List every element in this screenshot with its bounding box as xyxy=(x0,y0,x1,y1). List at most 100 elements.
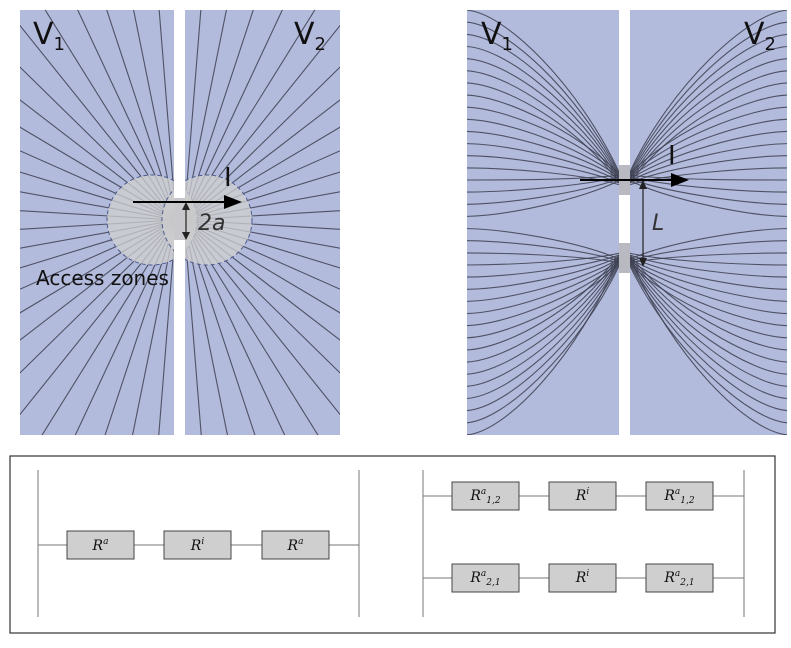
field-line xyxy=(77,10,177,221)
dimension-arrowhead-top xyxy=(182,202,190,210)
field-line xyxy=(183,210,340,221)
resistor-access-1-2: Ra1,2 xyxy=(451,481,520,511)
field-line xyxy=(467,228,620,260)
field-line xyxy=(467,143,620,182)
distance-arrowhead-top xyxy=(639,180,647,189)
distance-label: L xyxy=(652,211,664,236)
field-line xyxy=(629,260,787,387)
field-line xyxy=(629,106,787,176)
field-line xyxy=(629,178,787,205)
field-line xyxy=(20,219,177,290)
field-line xyxy=(20,191,177,221)
field-line xyxy=(467,258,620,302)
field-line xyxy=(183,10,316,221)
current-label: I xyxy=(668,141,676,171)
field-line xyxy=(467,58,620,180)
field-line xyxy=(467,256,620,290)
svg-text:Ri: Ri xyxy=(575,569,590,586)
field-line xyxy=(20,210,177,221)
field-line xyxy=(629,262,787,399)
field-line xyxy=(183,24,340,221)
resistor-internal: Ri xyxy=(548,481,617,511)
svg-text:Ra1,2: Ra1,2 xyxy=(469,487,501,506)
field-line xyxy=(629,34,787,176)
resistor-internal: Ri xyxy=(163,530,232,560)
field-line xyxy=(20,219,177,249)
field-line xyxy=(629,10,787,173)
field-line xyxy=(467,130,620,180)
resistor-access: Ra xyxy=(66,530,135,560)
field-line xyxy=(467,155,620,184)
right-electrode-region xyxy=(630,10,787,435)
field-line xyxy=(132,219,177,435)
field-line xyxy=(467,34,620,176)
field-line xyxy=(20,126,177,221)
field-line xyxy=(629,174,787,181)
field-line xyxy=(467,106,620,176)
field-line xyxy=(467,21,620,174)
field-line xyxy=(20,219,177,314)
field-line xyxy=(183,10,254,221)
field-line xyxy=(467,256,620,363)
field-line xyxy=(183,191,340,221)
electrode-label-v2: V2 xyxy=(744,17,776,55)
svg-text:Ri: Ri xyxy=(575,487,590,504)
field-line xyxy=(20,219,177,269)
svg-text:Ra: Ra xyxy=(92,537,109,554)
field-line xyxy=(20,219,177,416)
membrane-gap xyxy=(619,10,630,435)
field-line xyxy=(104,219,177,435)
resistor-access-2-1: Ra2,1 xyxy=(451,563,520,593)
field-line xyxy=(183,99,340,221)
access-zones-label: Access zones xyxy=(36,266,169,290)
field-line xyxy=(467,46,620,178)
field-line xyxy=(629,252,787,266)
field-line xyxy=(467,262,620,399)
field-line xyxy=(20,150,177,221)
field-line xyxy=(467,252,620,264)
field-line xyxy=(629,46,787,178)
dimension-arrowhead-bottom xyxy=(182,232,190,240)
svg-text:Ra: Ra xyxy=(287,537,304,554)
field-line xyxy=(183,219,340,249)
field-line xyxy=(467,265,620,424)
field-line xyxy=(467,256,620,435)
field-line xyxy=(20,24,177,221)
field-line xyxy=(629,256,787,435)
field-line xyxy=(629,155,787,184)
field-line xyxy=(20,66,177,221)
field-line xyxy=(629,143,787,182)
field-line xyxy=(183,66,340,221)
field-line xyxy=(183,219,340,314)
field-line xyxy=(467,10,620,173)
field-line xyxy=(629,254,787,351)
field-line xyxy=(183,219,256,435)
field-line xyxy=(183,10,202,221)
field-line xyxy=(183,219,340,269)
field-line xyxy=(183,150,340,221)
field-line xyxy=(183,219,286,435)
resistor-access-2-1: Ra2,1 xyxy=(645,563,714,593)
field-line xyxy=(183,219,340,374)
field-line xyxy=(467,258,620,375)
single-pore-panel: V1 V2 I 2a Access zones xyxy=(20,10,340,435)
field-line xyxy=(106,10,177,221)
field-line xyxy=(183,219,319,435)
field-line xyxy=(44,10,177,221)
field-lines xyxy=(20,10,340,435)
field-line xyxy=(467,82,620,184)
svg-text:Ra2,1: Ra2,1 xyxy=(663,569,694,588)
double-pore-circuit: Ra1,2 Ri Ra1,2 Ra2,1 Ri Ra2,1 xyxy=(422,470,745,617)
field-line xyxy=(20,99,177,221)
single-pore-circuit: Ra Ri Ra xyxy=(37,470,360,617)
distance-arrowhead-bottom xyxy=(639,258,647,267)
field-line xyxy=(183,126,340,221)
field-line xyxy=(20,219,177,374)
field-line xyxy=(183,10,283,221)
equivalent-circuits-panel: Ra Ri Ra Ra1,2 Ri xyxy=(9,455,776,634)
field-line xyxy=(629,260,787,315)
field-line xyxy=(183,219,202,435)
current-arrowhead xyxy=(671,173,689,187)
field-line xyxy=(183,219,340,341)
